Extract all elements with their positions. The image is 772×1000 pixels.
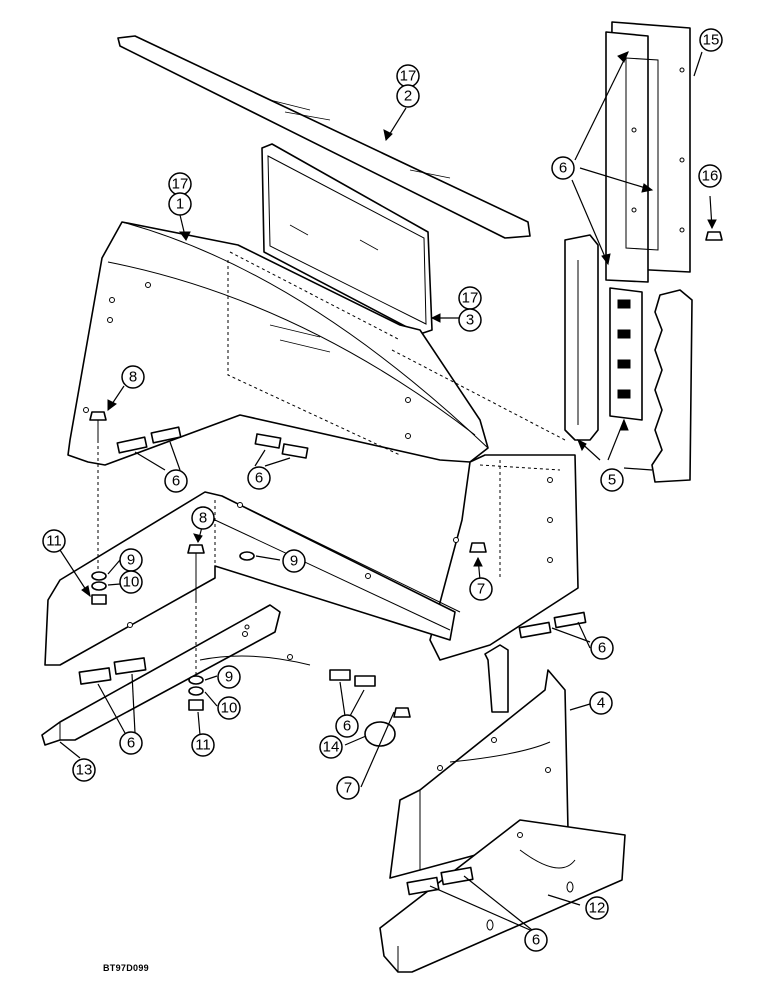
svg-text:9: 9 [127,552,135,569]
callout-2: 2 [396,84,420,108]
callout-15: 15 [699,28,723,52]
svg-text:7: 7 [477,581,485,598]
callout-16: 16 [698,164,722,188]
callout-9-mid: 9 [282,549,306,573]
seal-pads [78,426,587,896]
svg-text:11: 11 [46,533,62,550]
svg-text:10: 10 [123,574,140,591]
svg-text:14: 14 [323,739,340,756]
callout-6-bottom: 6 [524,928,548,952]
callout-17-mid: 17 [168,172,192,196]
svg-text:8: 8 [199,510,207,527]
callout-12: 12 [585,896,609,920]
diagram-code-label: BT97D099 [103,963,149,973]
callout-14: 14 [319,735,343,759]
callout-10-left: 10 [119,570,143,594]
svg-text:3: 3 [466,312,474,329]
rear-window-glass [261,143,433,335]
lower-cab-frame [44,491,461,666]
svg-text:9: 9 [290,553,298,570]
svg-text:1: 1 [176,196,184,213]
callout-17-glass: 17 [458,286,482,310]
svg-text:4: 4 [597,695,605,712]
callout-11-left: 11 [42,529,66,553]
svg-text:12: 12 [589,900,606,917]
svg-text:9: 9 [225,669,233,686]
callout-11-low: 11 [191,733,215,757]
upper-cab-frame [67,221,566,466]
foam-seal-right [651,289,693,483]
callout-8-low: 8 [191,506,215,530]
callout-6-left: 6 [119,731,143,755]
callout-9-low: 9 [217,665,241,689]
svg-text:10: 10 [221,700,238,717]
callout-5: 5 [600,468,624,492]
callout-7-right: 7 [469,577,493,601]
svg-text:5: 5 [608,472,616,489]
callout-4: 4 [589,691,613,715]
callout-17-top: 17 [396,64,420,88]
svg-text:11: 11 [195,737,211,754]
cab-side-body [429,454,579,661]
svg-text:6: 6 [343,718,351,735]
svg-text:16: 16 [702,168,719,185]
callout-9-left: 9 [119,548,143,572]
foam-seal-left [564,234,599,441]
svg-text:17: 17 [172,176,189,193]
svg-text:13: 13 [76,762,93,779]
svg-text:17: 17 [462,290,479,307]
bottom-left-bracket [41,604,311,746]
callout-6-a: 6 [164,469,188,493]
svg-text:2: 2 [404,88,412,105]
svg-text:17: 17 [400,68,417,85]
callout-3: 3 [458,308,482,332]
callout-6-top: 6 [551,156,575,180]
svg-text:6: 6 [559,160,567,177]
callout-8-top: 8 [121,365,145,389]
callout-6-right: 6 [590,636,614,660]
svg-text:6: 6 [127,735,135,752]
callout-1: 1 [168,192,192,216]
svg-text:8: 8 [129,369,137,386]
rear-seal-assembly [605,21,691,283]
callout-7-low: 7 [336,776,360,800]
svg-text:6: 6 [255,470,263,487]
callout-6-center: 6 [335,714,359,738]
svg-text:6: 6 [598,640,606,657]
leader-lines [59,51,717,931]
svg-text:7: 7 [344,780,352,797]
svg-text:15: 15 [703,32,720,49]
bottom-right-support [379,819,626,973]
svg-text:6: 6 [532,932,540,949]
callout-6-b: 6 [247,466,271,490]
foam-seal-middle [609,287,643,421]
top-glass-panel [117,35,531,239]
hardware [89,231,723,718]
svg-text:6: 6 [172,473,180,490]
callout-10-low: 10 [217,696,241,720]
callout-13: 13 [72,758,96,782]
